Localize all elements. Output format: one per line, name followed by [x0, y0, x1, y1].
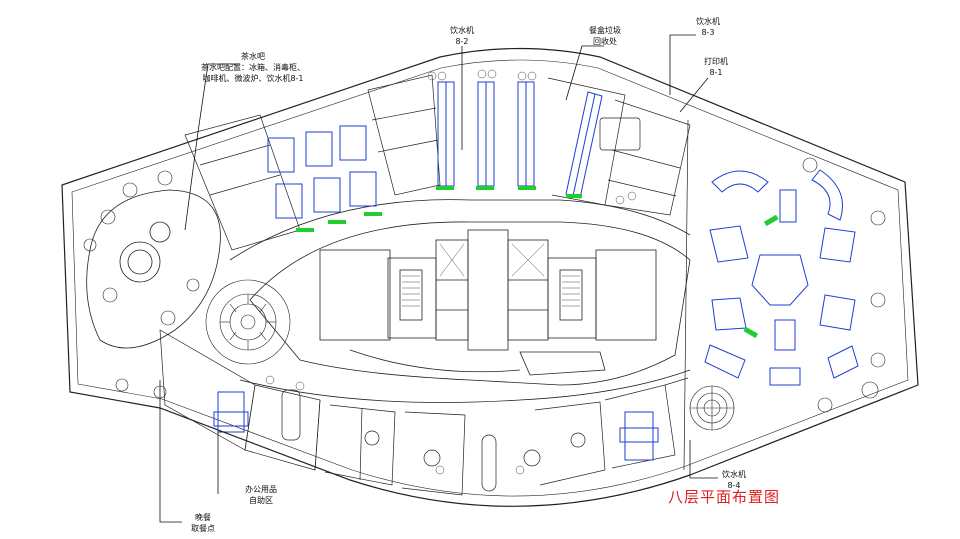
tea-bar-label: 茶水吧 — [241, 52, 265, 61]
printer-label: 打印机 — [704, 57, 728, 66]
workstations-left — [267, 125, 377, 219]
green-accents — [296, 186, 779, 339]
water-dispenser-8-2-callout: 饮水机 8-2 — [442, 25, 482, 47]
water-dispenser-label: 饮水机 — [450, 26, 474, 35]
lounge-furniture — [83, 157, 886, 413]
conference-tables — [281, 117, 641, 492]
plan-title: 八层平面布置图 — [668, 488, 781, 506]
workstations-right — [704, 169, 859, 386]
building-outline — [61, 47, 919, 507]
tea-bar-callout: 茶水吧 茶水吧配置：冰箱、消毒柜、 咖啡机、微波炉、饮水机8-1 — [198, 51, 308, 84]
water-dispenser-id: 8-2 — [455, 37, 469, 46]
spiral-stair — [205, 279, 291, 365]
workstations-top — [437, 81, 603, 199]
leader-lines — [159, 34, 718, 523]
building-core — [249, 221, 691, 386]
water-dispenser-8-4-callout: 饮水机 8-4 — [714, 469, 754, 491]
water-dispenser-label: 饮水机 — [722, 470, 746, 479]
round-planter — [689, 385, 735, 431]
workstations-bottom — [213, 391, 659, 461]
dinner-pickup-line1: 晚餐 — [195, 513, 211, 522]
water-dispenser-label: 饮水机 — [696, 17, 720, 26]
tea-bar-config-line1: 茶水吧配置：冰箱、消毒柜、 — [201, 63, 305, 72]
corridor-ring — [229, 199, 691, 403]
water-dispenser-id: 8-4 — [727, 481, 741, 490]
room-partitions — [159, 74, 691, 496]
office-supplies-line1: 办公用品 — [245, 485, 277, 494]
core-stairs — [402, 243, 580, 307]
office-supplies-line2: 自助区 — [249, 496, 273, 505]
recycle-point-callout: 餐盒垃圾 回收处 — [582, 25, 628, 47]
recycle-label-line2: 回收处 — [593, 37, 617, 46]
water-dispenser-8-3-callout: 饮水机 8-3 — [688, 16, 728, 38]
recycle-label-line1: 餐盒垃圾 — [589, 26, 621, 35]
tea-bar-config-line2: 咖啡机、微波炉、饮水机8-1 — [202, 74, 304, 83]
dinner-pickup-callout: 晚餐 取餐点 — [180, 512, 226, 534]
office-supplies-callout: 办公用品 自助区 — [236, 484, 286, 506]
printer-callout: 打印机 8-1 — [696, 56, 736, 78]
water-dispenser-id: 8-3 — [701, 28, 715, 37]
dinner-pickup-line2: 取餐点 — [191, 524, 215, 533]
chairs — [265, 69, 637, 475]
reception-area — [86, 189, 221, 349]
printer-id: 8-1 — [709, 68, 723, 77]
